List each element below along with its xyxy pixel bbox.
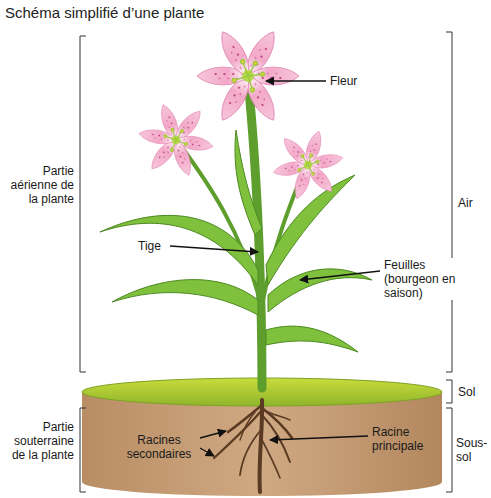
diagram-title: Schéma simplifié d’une plante xyxy=(5,4,204,22)
part-label: Tige xyxy=(138,239,168,253)
flowers xyxy=(130,8,351,209)
region-label: Partie souterraine de la plante xyxy=(6,420,74,462)
zone-label: Air xyxy=(458,196,488,210)
part-label: Feuilles (bourgeon en saison) xyxy=(384,258,470,300)
part-label: Racines secondaires xyxy=(120,433,198,461)
zone-label: Sous-sol xyxy=(456,436,488,464)
zone-label: Sol xyxy=(458,385,488,399)
region-label: Partie aérienne de la plante xyxy=(6,164,74,206)
part-label: Fleur xyxy=(330,74,390,88)
leader-arrows xyxy=(170,81,380,456)
part-label: Racine principale xyxy=(372,425,444,453)
roots xyxy=(214,400,292,492)
